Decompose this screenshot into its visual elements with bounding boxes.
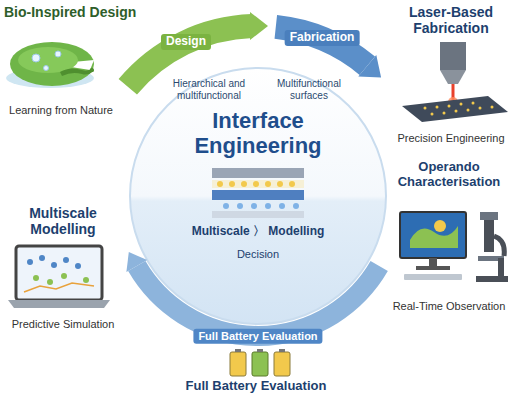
fabrication-band bbox=[276, 27, 368, 66]
band-label: Fabrication bbox=[285, 30, 360, 46]
band-label: Design bbox=[161, 34, 211, 50]
batteries bbox=[230, 349, 290, 376]
stage-node: Bio-Inspired DesignLearning from Nature bbox=[4, 4, 154, 119]
design-band bbox=[128, 26, 252, 87]
diagram-label: Multifunctional surfaces bbox=[263, 78, 355, 101]
stage-node: Multiscale ModellingPredictive Simulatio… bbox=[4, 205, 122, 333]
diagram-label: Multiscale 〉 Modelling bbox=[192, 225, 325, 239]
band-label: Full Battery Evaluation bbox=[193, 329, 322, 344]
stage-node: Full Battery Evaluation bbox=[156, 379, 356, 396]
node-heading: Operando Characterisation bbox=[388, 160, 510, 190]
lily-pad-illustration bbox=[6, 42, 94, 88]
evaluation-band bbox=[137, 266, 379, 336]
node-heading: Multiscale Modelling bbox=[4, 205, 122, 237]
node-subtitle: Learning from Nature bbox=[6, 104, 116, 117]
node-subtitle: Real-Time Observation bbox=[388, 300, 510, 313]
arrow-head bbox=[126, 252, 147, 272]
laser-illustration bbox=[402, 42, 508, 122]
laptop-illustration bbox=[8, 246, 110, 308]
node-heading: Bio-Inspired Design bbox=[4, 4, 154, 20]
operando-illustration bbox=[400, 212, 508, 282]
stage-node: Interface Engineering bbox=[168, 108, 348, 161]
inner-circle bbox=[130, 68, 386, 324]
node-heading: Interface Engineering bbox=[168, 108, 348, 159]
arrow-head bbox=[250, 12, 268, 40]
stage-node: Laser-Based FabricationPrecision Enginee… bbox=[392, 4, 510, 147]
node-heading: Laser-Based Fabrication bbox=[392, 4, 510, 36]
arrow-head bbox=[358, 55, 381, 77]
node-subtitle: Predictive Simulation bbox=[4, 318, 122, 331]
stage-node: Operando CharacterisationReal-Time Obser… bbox=[388, 160, 510, 315]
diagram-label: Decision bbox=[237, 248, 279, 261]
node-heading: Full Battery Evaluation bbox=[156, 379, 356, 394]
node-subtitle: Precision Engineering bbox=[392, 132, 510, 145]
diagram-label: Hierarchical and multifunctional bbox=[163, 78, 255, 101]
battery-stack bbox=[212, 168, 304, 218]
